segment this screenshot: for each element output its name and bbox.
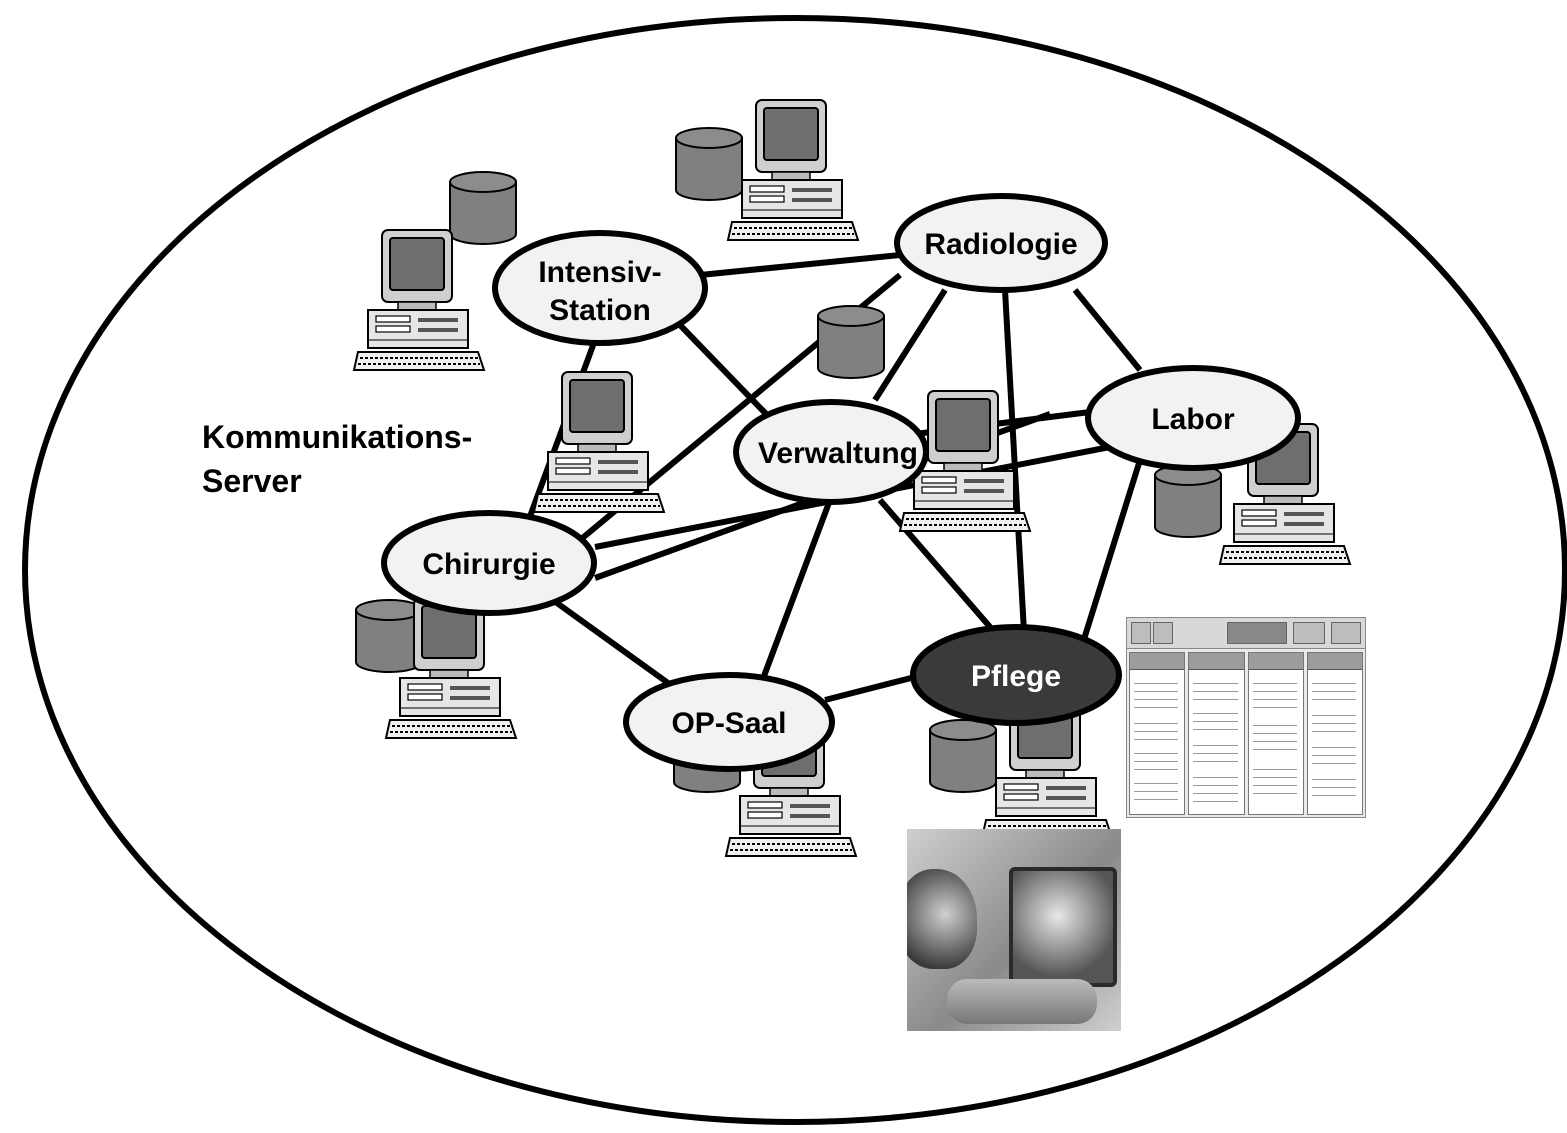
server-label: Kommunikations- — [202, 419, 472, 455]
node-label: Labor — [1151, 403, 1235, 436]
node-op-saal: OP-Saal — [623, 672, 835, 772]
software-screenshot — [1126, 617, 1366, 818]
workstation-icon — [727, 99, 859, 241]
database-icon — [817, 305, 885, 379]
workstation-icon — [353, 229, 485, 371]
link-verwaltung-opsaal — [752, 498, 833, 702]
node-pflege: Pflege — [910, 624, 1122, 726]
link-radiologie-labor — [1072, 288, 1143, 372]
database-icon — [449, 171, 517, 245]
node-intensiv-station: Intensiv- Station — [492, 230, 708, 346]
workstation-icon — [533, 371, 665, 513]
link-chirurgie-opsaal — [548, 595, 677, 691]
server-boundary — [22, 15, 1567, 1125]
photo-keyboard — [947, 979, 1097, 1024]
photo-person — [907, 869, 977, 969]
database-icon — [355, 599, 423, 673]
node-label: Station — [549, 294, 651, 327]
database-icon — [675, 127, 743, 201]
node-chirurgie: Chirurgie — [381, 510, 597, 616]
link-intensiv-verwaltung — [677, 322, 773, 421]
node-label: Verwaltung — [758, 437, 918, 470]
server-label: Server — [202, 463, 302, 499]
database-icon — [929, 719, 997, 793]
node-verwaltung: Verwaltung — [733, 399, 929, 505]
link-labor-pflege — [1072, 459, 1143, 669]
database-icon — [1154, 464, 1222, 538]
node-label: Pflege — [971, 660, 1061, 693]
node-labor: Labor — [1085, 365, 1301, 471]
node-label: Intensiv- — [538, 256, 661, 289]
link-radiologie-verwaltung — [872, 288, 948, 402]
node-label: Radiologie — [924, 228, 1077, 261]
photo-monitor — [1009, 867, 1117, 987]
link-intensiv-radiologie — [699, 252, 901, 278]
node-radiologie: Radiologie — [894, 193, 1108, 293]
node-label: OP-Saal — [671, 707, 786, 740]
link-opsaal-pflege — [824, 674, 916, 703]
node-label: Chirurgie — [422, 548, 555, 581]
nurse-photo — [907, 829, 1121, 1031]
